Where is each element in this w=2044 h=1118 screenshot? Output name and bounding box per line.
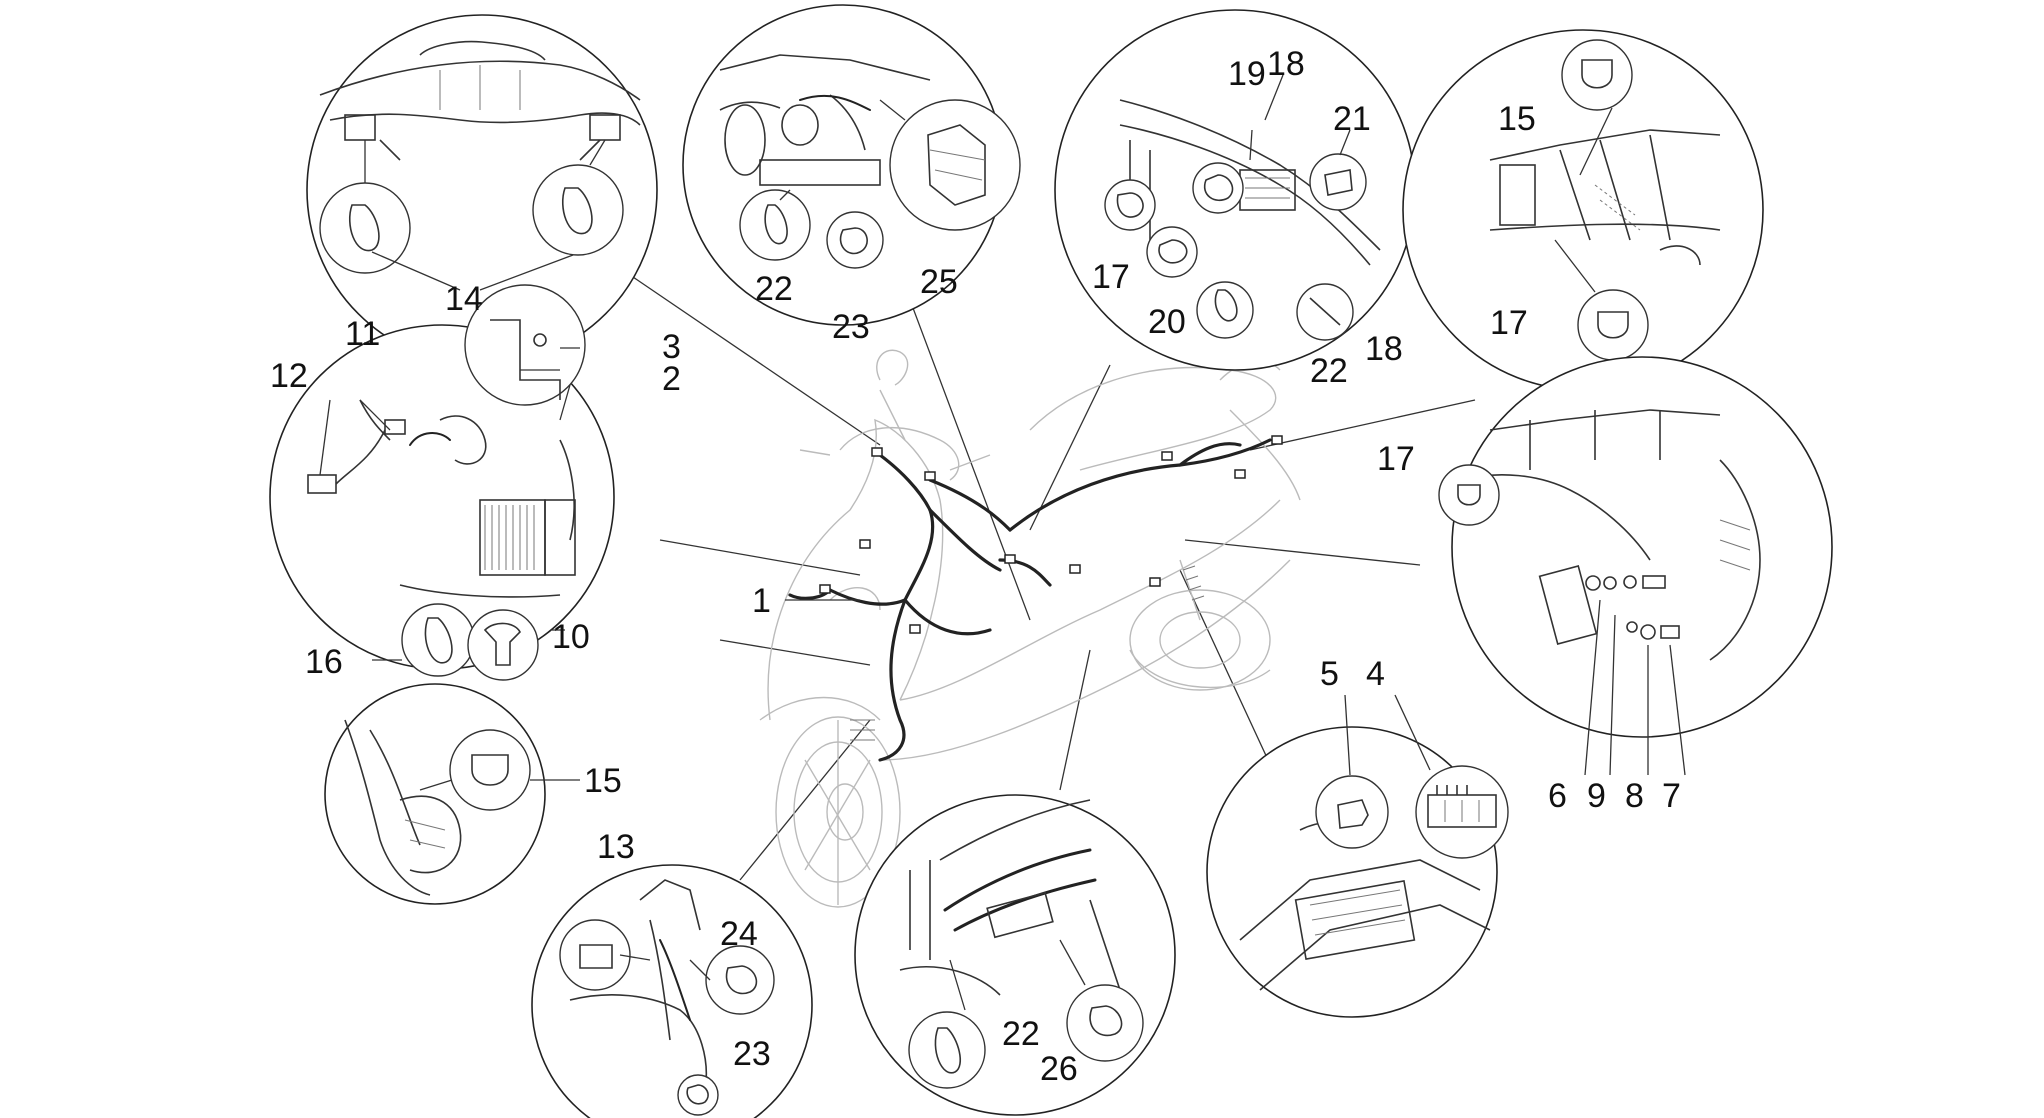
callout-1: 1 bbox=[752, 582, 771, 620]
callout-22-right: 22 bbox=[1310, 352, 1348, 390]
detail-circle-frame-clips bbox=[1054, 9, 1416, 371]
callout-15-left: 15 bbox=[584, 762, 622, 800]
callout-18-top: 18 bbox=[1267, 45, 1305, 83]
callout-4: 4 bbox=[1366, 655, 1385, 693]
callout-17-lower: 17 bbox=[1377, 440, 1415, 478]
callout-21: 21 bbox=[1333, 100, 1371, 138]
callout-labels: 1 2 3 4 5 6 7 8 9 10 11 12 13 14 15 15 1… bbox=[270, 45, 1681, 1088]
callout-9: 9 bbox=[1587, 777, 1606, 815]
detail-circle-rear-frame bbox=[1402, 29, 1764, 391]
callout-17-right: 17 bbox=[1490, 304, 1528, 342]
detail-circle-regulator bbox=[269, 284, 615, 681]
detail-circle-front-cover bbox=[324, 683, 546, 905]
callout-23-top: 23 bbox=[832, 308, 870, 346]
callout-14: 14 bbox=[445, 280, 483, 318]
main-wiring-harness bbox=[788, 435, 1283, 762]
callout-16: 16 bbox=[305, 643, 343, 681]
callout-23-bottom: 23 bbox=[733, 1035, 771, 1073]
callout-22-bottom: 22 bbox=[1002, 1015, 1040, 1053]
callout-6: 6 bbox=[1548, 777, 1567, 815]
detail-circle-fuse-box bbox=[1206, 694, 1509, 1018]
scooter-outline bbox=[759, 349, 1301, 908]
callout-17-top: 17 bbox=[1092, 258, 1130, 296]
detail-circle-floor bbox=[854, 794, 1176, 1116]
callout-leaders bbox=[372, 347, 860, 781]
callout-5: 5 bbox=[1320, 655, 1339, 693]
callout-7: 7 bbox=[1662, 777, 1681, 815]
detail-circle-front-frame bbox=[682, 4, 1021, 326]
callout-25: 25 bbox=[920, 263, 958, 301]
detail-circle-headset bbox=[531, 864, 813, 1118]
callout-20: 20 bbox=[1148, 303, 1186, 341]
callout-18-bottom: 18 bbox=[1365, 330, 1403, 368]
callout-11: 11 bbox=[345, 315, 380, 353]
callout-12: 12 bbox=[270, 357, 308, 395]
callout-22-top: 22 bbox=[755, 270, 793, 308]
detail-circle-ground-terminal bbox=[1438, 356, 1833, 776]
callout-26: 26 bbox=[1040, 1050, 1078, 1088]
callout-3: 3 bbox=[662, 328, 681, 366]
callout-15-right: 15 bbox=[1498, 100, 1536, 138]
callout-19: 19 bbox=[1228, 55, 1266, 93]
callout-13: 13 bbox=[597, 828, 635, 866]
callout-24: 24 bbox=[720, 915, 758, 953]
callout-10: 10 bbox=[552, 618, 590, 656]
callout-2: 2 bbox=[662, 360, 681, 398]
callout-8: 8 bbox=[1625, 777, 1644, 815]
